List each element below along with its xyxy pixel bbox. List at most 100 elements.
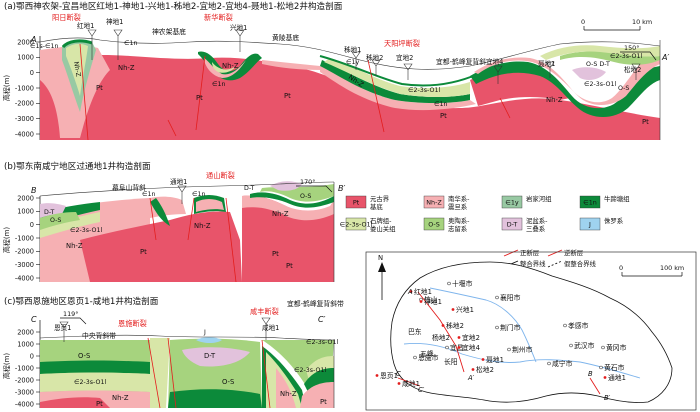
well-label: 恩页1	[380, 372, 398, 380]
section-a-scale-bar: 0 10 km	[581, 18, 652, 31]
legend-label: 牛蹄塘组	[604, 194, 630, 203]
section-line-end-label: B′	[604, 394, 611, 402]
section-c-fault-label: 咸丰断裂	[250, 307, 279, 316]
y-tick-label: 1000	[17, 54, 34, 62]
unit-label: ∈1n	[212, 81, 225, 88]
section-a-well-label: 秭地1	[344, 45, 361, 54]
legend-label: 南华系-	[448, 194, 469, 203]
section-b-wells	[177, 185, 187, 204]
y-tick-label: -1000	[15, 84, 34, 92]
section-a-fault-label: 天阳坪断裂	[384, 39, 420, 48]
section-c-end-right: C′	[318, 315, 326, 324]
unit-label: Nh-Z	[112, 394, 129, 402]
unit-label: ∈2-3s-O1l	[70, 227, 102, 234]
legend-label: 奥陶系-	[448, 216, 469, 225]
unit-label: Pt	[284, 92, 291, 100]
svg-text:N: N	[378, 254, 383, 262]
section-a-surface	[39, 37, 661, 70]
legend-label: 元古界	[370, 194, 390, 203]
city-label: 十堰市	[452, 279, 473, 288]
city-marker	[447, 281, 451, 286]
section-a-nhz-east	[320, 66, 476, 111]
section-b-orientation: 170°	[296, 178, 333, 193]
well-label: 红地1	[414, 287, 432, 296]
city-marker	[507, 347, 511, 352]
unit-label: Pt	[196, 94, 203, 102]
legend-symbol: ∈1n	[583, 199, 597, 207]
well-marker	[457, 336, 461, 339]
legend-label: 岩家河组	[526, 194, 552, 203]
city-marker	[495, 325, 499, 330]
section-b-fault-label: 通山断裂	[206, 171, 235, 180]
legend-label: 石牌组-	[370, 216, 391, 225]
y-tick-label: 1000	[17, 208, 34, 216]
svg-text:150°: 150°	[624, 44, 639, 52]
unit-label: Nh-Z	[66, 242, 83, 250]
place-label: 五峰	[420, 349, 434, 358]
city-label: 襄阳市	[500, 293, 521, 302]
unit-label: Pt	[140, 248, 147, 256]
well-label: 神地1	[424, 297, 442, 306]
section-a-syncline-east	[470, 61, 660, 117]
legend-label: 泥盆系-	[526, 216, 547, 225]
section-b-title: (b)鄂东南咸宁地区过通地1井构造剖面	[4, 160, 151, 172]
city-label: 宜昌	[450, 343, 464, 352]
y-tick-label: 0	[30, 69, 34, 77]
section-line-end-label: C′	[418, 386, 425, 394]
y-tick-label: 2000	[17, 38, 34, 46]
map-river	[429, 287, 537, 363]
unit-label: O-S	[222, 378, 234, 386]
map-line-c	[397, 377, 421, 387]
section-c-structure-label: 宜都-鹤峰复背斜带	[287, 299, 344, 308]
place-label: 长阳	[444, 357, 458, 366]
city-label: 孝感市	[568, 321, 589, 330]
city-marker	[563, 323, 567, 328]
well-marker	[375, 374, 379, 377]
well-marker	[471, 368, 475, 371]
section-c-ylabel: 高程(m)	[2, 353, 11, 380]
unit-label: Pt	[96, 84, 103, 92]
legend-symbol: Nh-Z	[426, 199, 442, 207]
y-tick-label: -2000	[15, 376, 34, 384]
map-line-a	[417, 291, 465, 373]
city-label: 竹山	[424, 295, 438, 304]
y-tick-label: -4000	[15, 130, 34, 138]
section-a: (a)鄂西神农架-宜昌地区红地1-神地1-兴地1-秭地2-宜地2-宜地4-聂地1…	[2, 0, 669, 141]
legend-line-label: 整合界线	[520, 259, 546, 268]
unit-label: Nh-Z	[194, 222, 211, 230]
section-a-fault-label: 新华断裂	[204, 13, 233, 22]
y-tick-label: 2000	[17, 328, 34, 336]
section-line-end-label: A	[407, 288, 413, 296]
section-c-wells	[59, 317, 271, 342]
section-line-end-label: C	[396, 370, 401, 378]
y-tick-label: 2000	[17, 194, 34, 202]
legend-symbol: J	[588, 221, 591, 229]
unit-label: Pt	[272, 250, 279, 258]
section-b-ylabel: 高程(m)	[2, 227, 11, 254]
legend-line-item: 逆断层	[547, 248, 584, 257]
section-line-end-label: B	[588, 370, 593, 378]
well-marker	[419, 300, 423, 303]
well-marker	[397, 382, 401, 385]
section-a-ylabel: 高程(m)	[2, 75, 11, 102]
unit-label: O-S	[618, 85, 629, 92]
section-a-fault-label: 阳日断裂	[52, 13, 81, 22]
y-tick-label: -3000	[15, 115, 34, 123]
legend-line-label: 假整合界线	[564, 259, 597, 268]
city-label: 荆门市	[500, 323, 521, 332]
y-tick-label: -2000	[15, 100, 34, 108]
svg-text:0: 0	[619, 264, 623, 272]
unit-label: O-S D-T	[586, 61, 610, 68]
svg-text:170°: 170°	[300, 178, 315, 186]
section-c-unit-labels: O-S ∈2-3s-O1l Nh-Z Pt J D-T O-S ∈2-3s-O1…	[74, 329, 338, 408]
city-label: 黄冈市	[606, 343, 627, 352]
unit-label: ∈2-3s-O1l	[306, 339, 338, 346]
section-c-orientation: 119°	[60, 310, 87, 325]
well-label: 秭地2	[446, 321, 464, 330]
section-a-unit-labels: Pt Nh-Z Nh-Z Pt Pt Nh-Z Nh-Z Pt Pt Nh-Z …	[30, 40, 649, 126]
well-label: 聂地1	[486, 355, 504, 364]
